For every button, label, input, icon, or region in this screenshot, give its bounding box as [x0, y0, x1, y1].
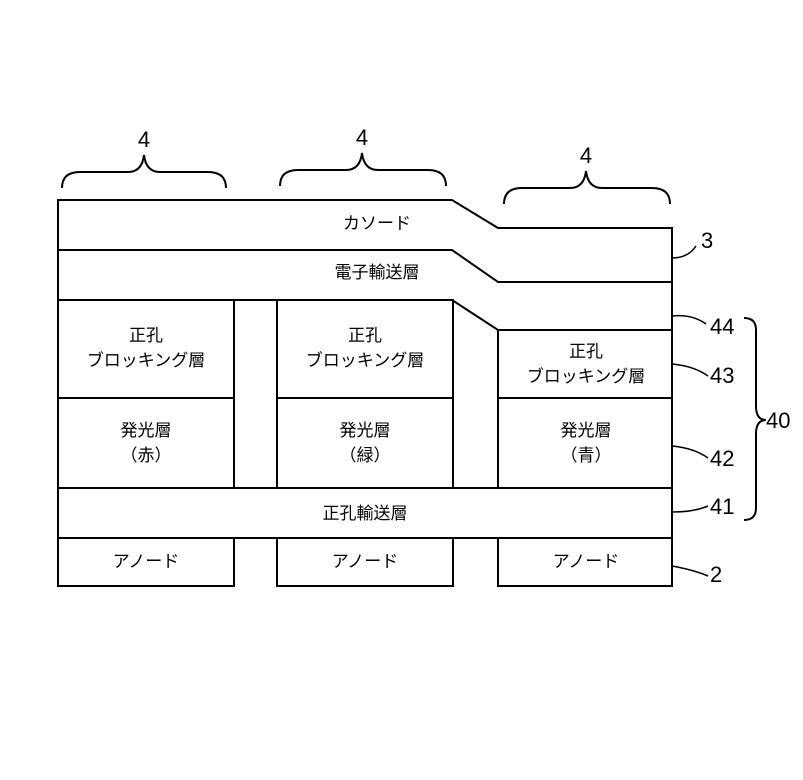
pixel-brace-2: 4	[280, 125, 446, 186]
ref-numeral-42: 42	[710, 446, 734, 471]
anode-2: アノード	[277, 538, 453, 586]
emissive-label-1a: 発光層	[121, 421, 172, 441]
hole-blocking-layer-2	[277, 300, 453, 398]
pixel-stack-3: 正孔 ブロッキング層 発光層 （青）	[498, 330, 672, 488]
hole-blocking-label-1b: ブロッキング層	[87, 350, 206, 371]
emissive-label-3b: （青）	[561, 446, 612, 466]
anode-label-1: アノード	[113, 552, 179, 572]
emissive-layer-2	[277, 398, 453, 488]
hole-blocking-layer-3	[498, 330, 672, 398]
ref-numeral-44: 44	[710, 314, 734, 339]
pixel-brace-3: 4	[504, 143, 670, 204]
anode-label-3: アノード	[553, 552, 619, 572]
emissive-layer-1	[58, 398, 234, 488]
ref-numeral-2: 2	[710, 562, 722, 587]
hole-blocking-label-1a: 正孔	[129, 326, 163, 346]
emissive-label-2b: （緑）	[340, 446, 391, 466]
ref-numeral-40: 40	[766, 408, 790, 433]
electron-transport-label: 電子輸送層	[335, 263, 420, 283]
emissive-label-2a: 発光層	[340, 421, 391, 441]
cathode-label: カソード	[343, 214, 411, 234]
pixel-stack-1: 正孔 ブロッキング層 発光層 （赤）	[58, 300, 234, 488]
pixel-label-1: 4	[138, 127, 150, 152]
hole-blocking-label-2a: 正孔	[348, 326, 382, 346]
anode-label-2: アノード	[332, 552, 398, 572]
hole-blocking-label-3b: ブロッキング層	[527, 366, 646, 387]
leader-lines	[672, 246, 708, 576]
anode-3: アノード	[498, 538, 672, 586]
pixel-label-2: 4	[356, 125, 368, 150]
ref-numeral-3: 3	[701, 228, 713, 253]
emissive-label-3a: 発光層	[561, 421, 612, 441]
hole-transport-layer: 正孔輸送層	[58, 488, 672, 538]
emissive-label-1b: （赤）	[121, 446, 172, 466]
hole-blocking-label-2b: ブロッキング層	[306, 350, 425, 371]
anode-1: アノード	[58, 538, 234, 586]
emissive-layer-3	[498, 398, 672, 488]
hole-transport-label: 正孔輸送層	[323, 504, 408, 524]
ref-numeral-43: 43	[710, 363, 734, 388]
pixel-stack-2: 正孔 ブロッキング層 発光層 （緑）	[277, 300, 453, 488]
pixel-label-3: 4	[580, 143, 592, 168]
electron-transport-layer: 電子輸送層	[58, 250, 672, 330]
organic-stack-brace: 40	[744, 318, 790, 520]
pixel-brace-1: 4	[62, 127, 226, 188]
hole-blocking-layer-1	[58, 300, 234, 398]
ref-numeral-41: 41	[710, 494, 734, 519]
hole-blocking-label-3a: 正孔	[569, 342, 603, 362]
